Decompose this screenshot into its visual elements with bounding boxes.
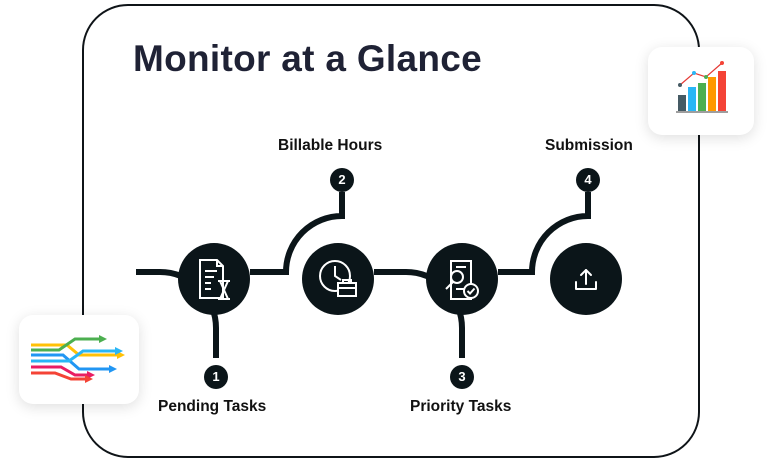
- chart-tile: [648, 47, 754, 135]
- step-label-priority-tasks: Priority Tasks: [410, 398, 512, 415]
- connector-2: [250, 192, 345, 275]
- colored-flow-arrows-icon: [31, 335, 125, 383]
- card-frame: [82, 4, 700, 458]
- bar-chart-trend-icon: [676, 61, 728, 113]
- node-submission: [550, 243, 622, 315]
- node-priority-tasks: [426, 243, 498, 315]
- step-badge-1: 1: [204, 365, 228, 389]
- connector-4: [498, 192, 591, 275]
- step-badge-4: 4: [576, 168, 600, 192]
- step-label-pending-tasks: Pending Tasks: [158, 398, 267, 415]
- document-search-check-icon: [445, 260, 479, 300]
- clock-briefcase-icon: [319, 260, 357, 297]
- document-hourglass-icon: [199, 259, 230, 300]
- upload-icon: [575, 269, 597, 290]
- node-pending-tasks: [178, 243, 250, 315]
- node-billable-hours: [302, 243, 374, 315]
- page-title: Monitor at a Glance: [133, 38, 483, 79]
- step-label-billable-hours: Billable Hours: [278, 137, 383, 154]
- step-badge-2: 2: [330, 168, 354, 192]
- step-label-submission: Submission: [545, 137, 633, 154]
- flow-tile: [19, 315, 139, 404]
- step-badge-3: 3: [450, 365, 474, 389]
